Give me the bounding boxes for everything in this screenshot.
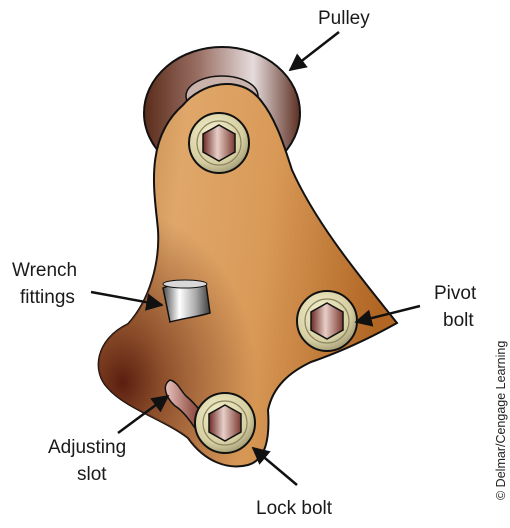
pivot-bolt — [297, 291, 357, 351]
wrench-fittings-label-line2: fittings — [20, 287, 75, 308]
adjusting-slot-label-line2: slot — [77, 464, 107, 485]
pulley-arrow — [290, 32, 339, 70]
pivot-bolt-label-line2: bolt — [443, 310, 474, 331]
pivot-bolt-label-line1: Pivot — [434, 283, 477, 304]
lock-bolt-label: Lock bolt — [256, 498, 333, 519]
lock-bolt-arrow — [253, 448, 297, 485]
pulley-label: Pulley — [318, 8, 370, 29]
pulley-bolt — [189, 113, 249, 173]
adjusting-slot-label-line1: Adjusting — [48, 437, 126, 458]
lock-bolt — [195, 393, 255, 453]
copyright-credit: © Delmar/Cengage Learning — [494, 341, 508, 500]
wrench-fittings-label-line1: Wrench — [12, 260, 77, 281]
